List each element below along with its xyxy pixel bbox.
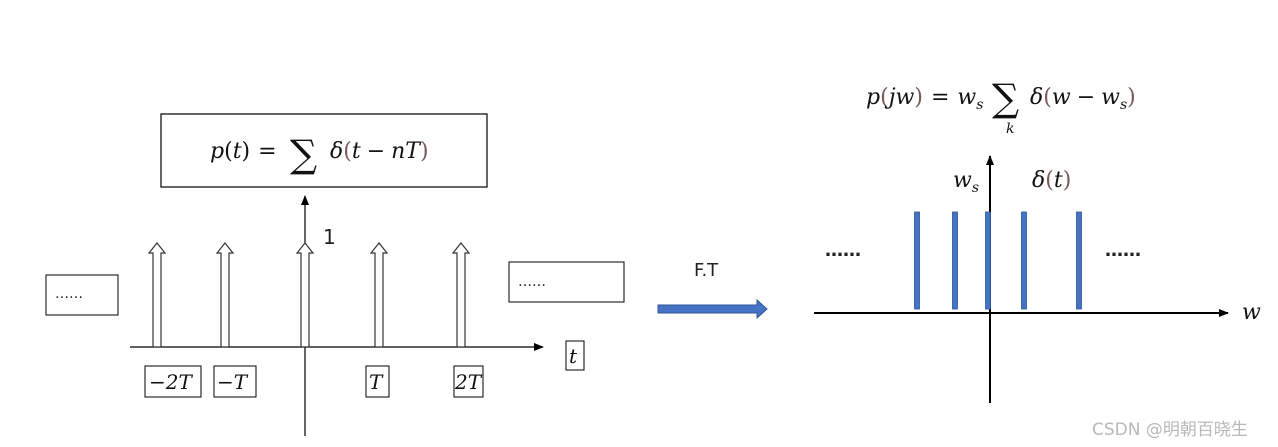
left-panel: p(t)= ∑ δ(t−nT) 1 …… …… −2T −T T 2T t bbox=[45, 113, 625, 436]
summation-symbol: ∑ bbox=[290, 132, 317, 176]
tick-box-2T bbox=[453, 365, 484, 398]
tick-label-minus-2T: −2T bbox=[149, 370, 193, 394]
impulse-height-label: 1 bbox=[323, 225, 336, 249]
ellipsis-right-panel-left: …… bbox=[825, 240, 861, 261]
ft-arrow-icon bbox=[657, 298, 768, 320]
impulse-arrow-0 bbox=[295, 242, 315, 348]
ellipsis-box-left bbox=[45, 274, 119, 316]
tick-box-T bbox=[365, 365, 390, 398]
formula-delta-w: δ(w−ws) bbox=[1030, 85, 1136, 113]
tick-label-minus-T: −T bbox=[217, 370, 249, 394]
delta-t-label: δ(t) bbox=[1032, 168, 1071, 193]
right-panel: p(jw)=ws ∑ k δ(w−ws) ws δ(t) w …… …… bbox=[814, 76, 1261, 403]
spectrum-bar--1 bbox=[952, 211, 958, 310]
t-axis-label-box bbox=[565, 340, 585, 371]
ellipsis-right: …… bbox=[518, 274, 546, 290]
y-axis-label-ws: ws bbox=[953, 168, 979, 196]
spectrum-bar-2 bbox=[1076, 211, 1082, 310]
w-axis-label: w bbox=[1242, 300, 1261, 325]
tick-label-2T: 2T bbox=[454, 370, 483, 394]
summation-symbol-right: ∑ bbox=[992, 76, 1019, 120]
impulse-arrow-T bbox=[369, 242, 389, 348]
spectrum-bar-1 bbox=[1021, 211, 1027, 310]
ft-label: F.T bbox=[694, 260, 719, 281]
ellipsis-right-panel-right: …… bbox=[1105, 240, 1141, 261]
tick-box-minus-T bbox=[213, 365, 257, 398]
fourier-transform-arrow: F.T bbox=[657, 260, 768, 320]
formula-p-jw: p(jw)=ws bbox=[866, 85, 983, 113]
impulse-arrow--T bbox=[215, 242, 235, 348]
formula-delta-term: δ(t−nT) bbox=[330, 139, 429, 164]
tick-label-T: T bbox=[369, 370, 384, 394]
impulse-arrow-2T bbox=[451, 242, 471, 348]
tick-box-minus-2T bbox=[144, 365, 202, 398]
formula-p-t: p(t)= bbox=[210, 139, 277, 164]
ellipsis-left: …… bbox=[55, 286, 83, 302]
sum-index-k: k bbox=[1006, 121, 1014, 137]
ellipsis-box-right bbox=[508, 261, 625, 303]
formula-box bbox=[160, 113, 488, 188]
watermark: CSDN @明朝百晓生 bbox=[1092, 420, 1248, 440]
impulse-train bbox=[147, 242, 471, 348]
impulse-arrow--2T bbox=[147, 242, 167, 348]
spectrum-bars bbox=[914, 211, 1082, 310]
spectrum-bar--2 bbox=[914, 211, 920, 310]
t-axis-label: t bbox=[569, 344, 578, 368]
spectrum-bar-0 bbox=[985, 211, 991, 310]
